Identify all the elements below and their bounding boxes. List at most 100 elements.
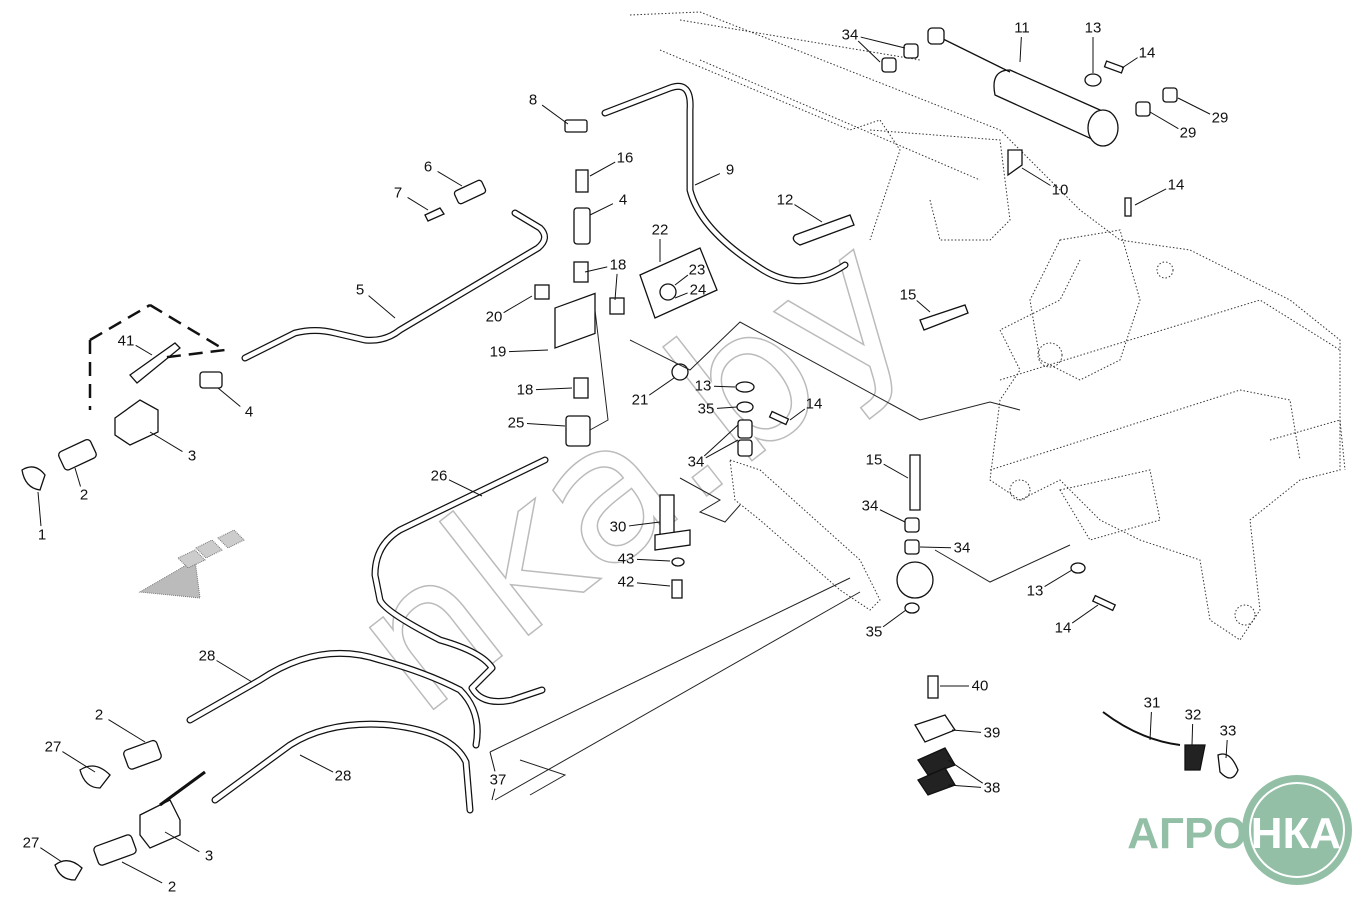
- leader-line: [882, 609, 907, 628]
- callout-number: 34: [954, 540, 971, 557]
- leader-line: [40, 847, 63, 863]
- callout-4: 4: [217, 387, 253, 421]
- leader-line: [526, 423, 566, 427]
- callout-number: 21: [632, 392, 649, 409]
- leader-line: [648, 377, 675, 396]
- leader-line: [489, 751, 496, 772]
- callout-40: 40: [940, 678, 988, 695]
- callout-number: 15: [900, 287, 917, 304]
- leader-line: [108, 719, 146, 743]
- leader-line: [1019, 36, 1022, 63]
- callout-34: 34: [919, 540, 971, 557]
- callout-number: 11: [1014, 20, 1030, 37]
- leader-line: [716, 406, 738, 409]
- leader-line: [121, 861, 163, 884]
- callout-number: 14: [1168, 177, 1185, 194]
- callout-number: 38: [984, 780, 1001, 797]
- callout-4: 4: [589, 192, 627, 216]
- callout-28: 28: [299, 754, 351, 785]
- callout-number: 3: [188, 448, 196, 465]
- leader-line: [164, 831, 200, 853]
- callout-number: 4: [245, 404, 253, 421]
- callout-39: 39: [951, 725, 1000, 742]
- callout-number: 28: [199, 648, 216, 665]
- callout-number: 9: [726, 162, 734, 179]
- callout-34: 34: [688, 424, 739, 471]
- leader-line: [407, 197, 429, 211]
- callout-7: 7: [394, 185, 429, 211]
- agronka-logo: АГРО НКА: [1127, 775, 1352, 885]
- callout-number: 22: [652, 222, 669, 239]
- callout-25: 25: [508, 415, 566, 432]
- leader-line: [1149, 111, 1179, 130]
- callout-number: 27: [23, 835, 40, 852]
- callout-13: 13: [1085, 20, 1102, 73]
- callout-14: 14: [1121, 45, 1155, 69]
- callout-27: 27: [23, 835, 63, 863]
- callout-21: 21: [632, 377, 675, 409]
- leader-line: [62, 751, 96, 773]
- leader-line: [857, 40, 881, 63]
- leader-line: [1225, 739, 1228, 759]
- leader-line: [135, 344, 153, 356]
- callout-29: 29: [1177, 97, 1228, 127]
- callout-24: 24: [674, 282, 706, 299]
- callout-number: 8: [529, 92, 537, 109]
- callout-number: 1: [38, 527, 46, 544]
- callout-number: 30: [610, 519, 627, 536]
- callout-2: 2: [95, 707, 146, 743]
- callout-number: 20: [486, 309, 503, 326]
- leader-line: [1121, 57, 1138, 69]
- leader-line: [705, 439, 739, 459]
- callout-14: 14: [789, 396, 822, 421]
- leader-line: [217, 387, 241, 407]
- leader-line: [1191, 723, 1194, 746]
- leader-line: [614, 273, 618, 301]
- leader-line: [584, 266, 608, 273]
- leader-line: [541, 104, 569, 125]
- tractor-frame: [629, 11, 1346, 641]
- callout-number: 27: [45, 739, 62, 756]
- callout-number: 33: [1220, 723, 1237, 740]
- leader-line: [789, 408, 806, 421]
- leader-line: [883, 463, 909, 479]
- callout-34: 34: [842, 27, 906, 63]
- leader-line: [947, 759, 983, 784]
- callout-5: 5: [356, 282, 396, 319]
- leader-line: [149, 431, 183, 452]
- leader-line: [628, 521, 661, 527]
- leader-line: [368, 295, 396, 319]
- callout-42: 42: [618, 574, 671, 591]
- leader-line: [535, 387, 573, 391]
- callout-15: 15: [900, 287, 931, 313]
- leader-line: [448, 479, 483, 497]
- leader-line: [437, 170, 463, 187]
- callout-29: 29: [1149, 111, 1196, 142]
- leader-line: [37, 491, 42, 527]
- callout-number: 15: [866, 452, 883, 469]
- callout-number: 37: [490, 772, 507, 789]
- callout-number: 32: [1185, 707, 1202, 724]
- logo-text-right: НКА: [1251, 809, 1341, 858]
- callout-22: 22: [652, 222, 669, 262]
- callout-number: 13: [695, 378, 712, 395]
- leader-line: [879, 509, 906, 523]
- callout-20: 20: [486, 295, 533, 326]
- callout-14: 14: [1055, 604, 1099, 637]
- callout-28: 28: [199, 648, 253, 683]
- callout-14: 14: [1134, 177, 1185, 206]
- callout-35: 35: [698, 401, 738, 418]
- leader-line: [1149, 711, 1152, 741]
- callout-number: 41: [118, 333, 135, 350]
- callout-number: 6: [424, 159, 432, 176]
- hoses: [186, 82, 861, 814]
- callout-11: 11: [1014, 20, 1030, 63]
- callout-number: 13: [1085, 20, 1102, 37]
- callout-number: 25: [508, 415, 525, 432]
- leader-line: [860, 36, 906, 49]
- callout-26: 26: [431, 468, 483, 497]
- leader-line: [916, 300, 931, 313]
- leader-line: [674, 292, 688, 299]
